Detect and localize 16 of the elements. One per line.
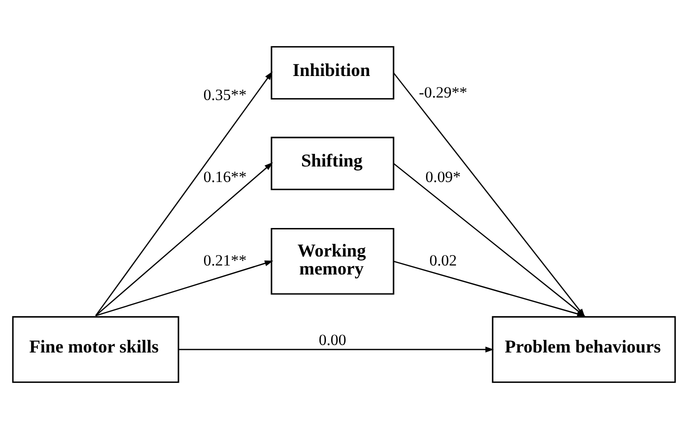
node-box: Problem behaviours [492,316,676,382]
node-box: Shifting [270,136,394,190]
edge-label: 0.09* [425,168,461,186]
edge-label: -0.29** [418,84,468,101]
edge-label: 0.00 [318,332,346,349]
node-box: Fine motor skills [12,316,180,382]
arrow [179,346,494,352]
node-box: Inhibition [270,46,394,100]
node-box: Working memory [270,227,394,294]
arrow [96,260,274,316]
edge-label: 0.16** [203,168,247,186]
edge-label: 0.21** [203,252,247,269]
edge-label: 0.02 [429,252,457,269]
arrow [95,70,273,316]
arrow [95,162,273,316]
edge-label: 0.35** [203,86,247,104]
